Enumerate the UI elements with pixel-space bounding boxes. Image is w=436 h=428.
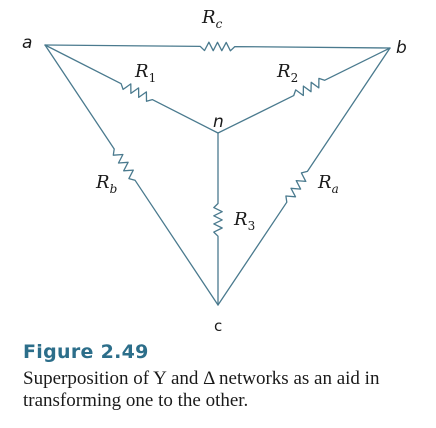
resistor-label-ra: Ra (317, 172, 339, 196)
resistor-branch-rc (44, 41, 391, 52)
resistor-label-r1: R1 (134, 61, 156, 85)
wires (44, 41, 391, 306)
resistor-label-r2: R2 (276, 61, 298, 85)
resistor-branch-r2 (217, 47, 391, 134)
node-label-a: a (22, 33, 32, 53)
resistor-branch-r1 (44, 44, 219, 134)
resistor-branch-ra (217, 47, 391, 306)
figure-caption: Superposition of Y and Δ networks as an … (23, 368, 380, 411)
resistor-branch-r3 (213, 132, 223, 306)
node-label-n: n (213, 112, 224, 132)
resistor-label-rc: Rc (201, 7, 223, 31)
resistor-branch-rb (44, 44, 219, 306)
node-label-c: c (214, 317, 222, 335)
figure-title: Figure 2.49 (23, 341, 149, 363)
resistor-label-r3: R3 (233, 209, 255, 233)
resistor-label-rb: Rb (95, 172, 117, 196)
node-label-b: b (396, 38, 407, 58)
